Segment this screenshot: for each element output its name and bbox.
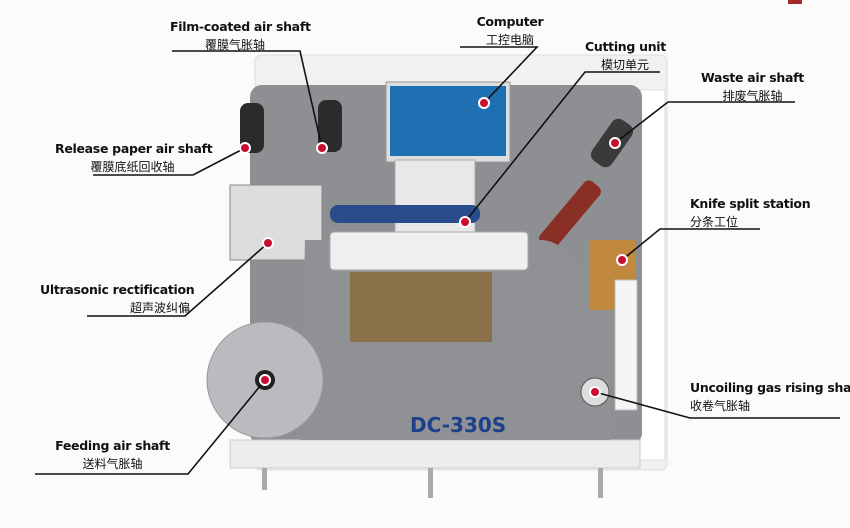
callout-en: Ultrasonic rectification — [40, 282, 195, 297]
callout-en: Uncoiling gas rising shaft — [690, 380, 850, 395]
leader-lines — [35, 46, 840, 475]
callout-film-coated: Film-coated air shaft 覆膜气胀轴 — [170, 19, 311, 53]
callout-waste: Waste air shaft 排废气胀轴 — [700, 70, 805, 104]
callout-release-paper: Release paper air shaft 覆膜底纸回收轴 — [55, 141, 213, 175]
cutting-head — [394, 159, 476, 241]
base — [229, 439, 641, 469]
callout-knife-split: Knife split station 分条工位 — [690, 196, 811, 230]
callout-feeding: Feeding air shaft 送料气胀轴 — [50, 438, 175, 472]
callout-dots — [239, 97, 628, 398]
model-badge: DC-330S — [410, 413, 506, 437]
callout-cutting-unit: Cutting unit 模切单元 — [585, 39, 666, 73]
callout-computer: Computer 工控电脑 — [470, 14, 550, 48]
callout-en: Film-coated air shaft — [170, 19, 311, 34]
callout-zh: 分条工位 — [690, 215, 739, 229]
control-panel — [329, 231, 529, 271]
callout-en: Waste air shaft — [701, 70, 804, 85]
callout-en: Release paper air shaft — [55, 141, 213, 156]
window — [350, 272, 492, 342]
callout-uncoiling: Uncoiling gas rising shaft 收卷气胀轴 — [690, 380, 850, 414]
callout-en: Feeding air shaft — [55, 438, 170, 453]
callout-zh: 送料气胀轴 — [82, 457, 143, 471]
callout-zh: 排废气胀轴 — [722, 89, 783, 103]
corner-accent — [788, 0, 802, 4]
callout-ultrasonic: Ultrasonic rectification 超声波纠偏 — [40, 282, 195, 316]
callout-zh: 覆膜底纸回收轴 — [90, 160, 175, 174]
callout-en: Computer — [476, 14, 544, 29]
callout-zh: 覆膜气胀轴 — [204, 38, 265, 52]
callout-zh: 工控电脑 — [485, 33, 534, 47]
callout-en: Knife split station — [690, 196, 811, 211]
callout-zh: 收卷气胀轴 — [690, 399, 751, 413]
callout-en: Cutting unit — [585, 39, 666, 54]
callout-zh: 超声波纠偏 — [129, 301, 190, 315]
callout-zh: 模切单元 — [600, 58, 649, 72]
